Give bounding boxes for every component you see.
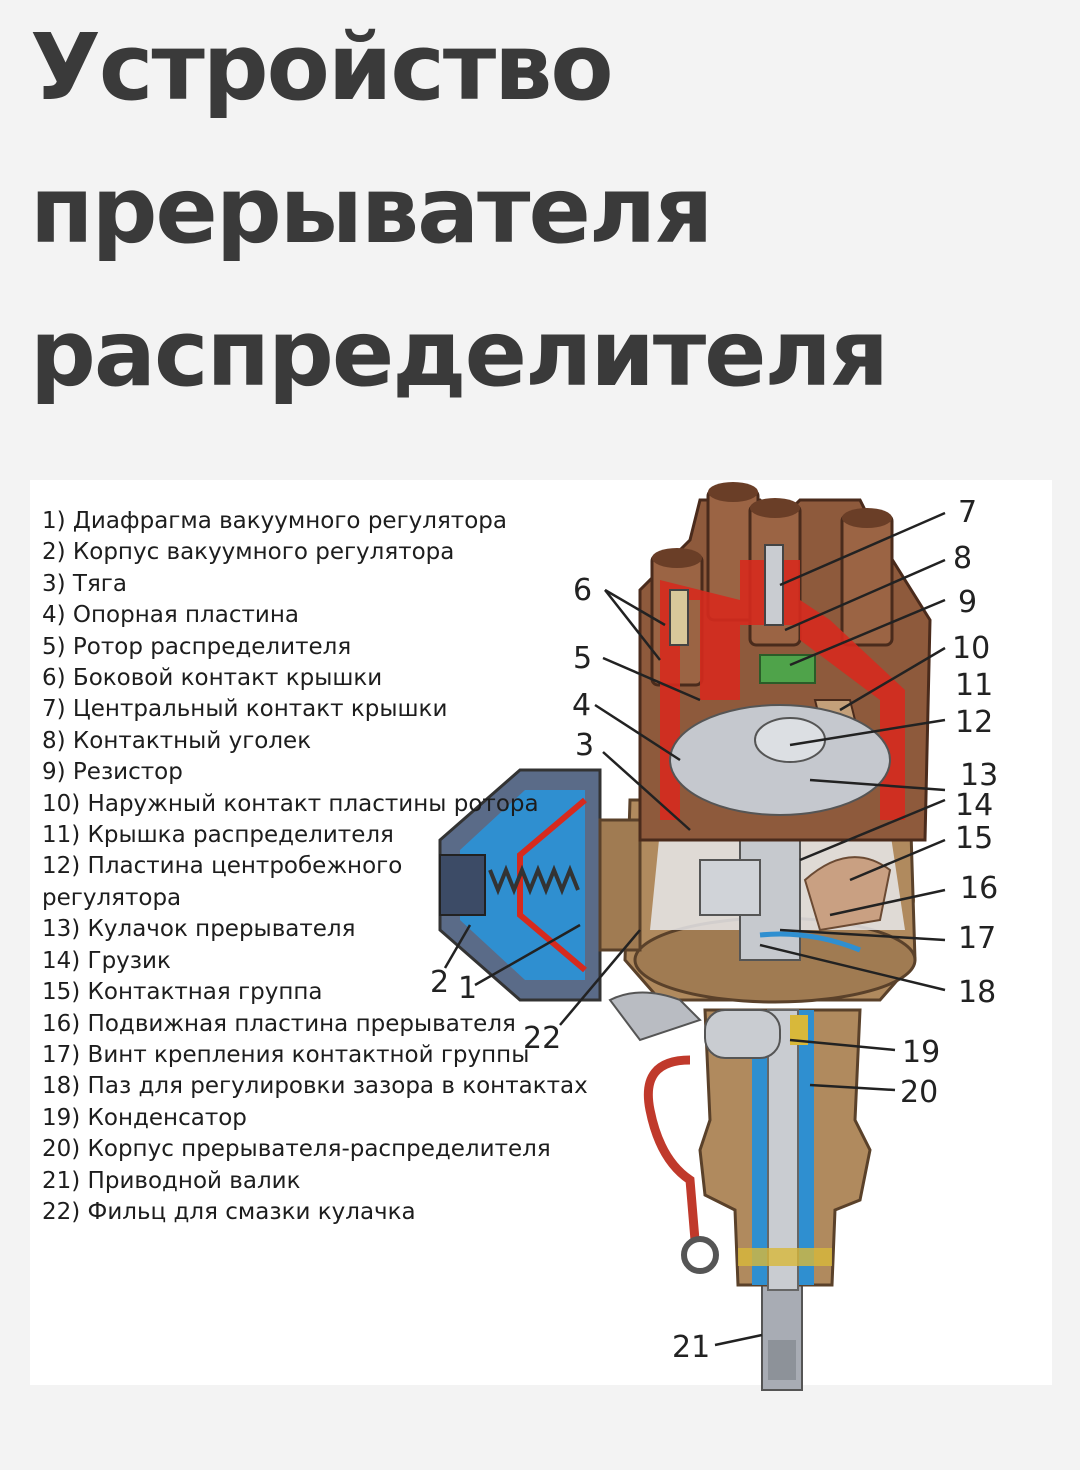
legend-item: 2) Корпус вакуумного регулятора [42, 539, 455, 566]
callout-2: 2 [430, 965, 449, 1000]
callout-8: 8 [953, 541, 972, 576]
callout-17: 17 [958, 921, 996, 956]
legend-item: 12) Пластина центробежного регулятора [42, 853, 403, 911]
callout-19: 19 [902, 1035, 940, 1070]
legend-item: 18) Паз для регулировки зазора в контакт… [42, 1073, 588, 1100]
title-line-2: прерывателя [30, 157, 713, 264]
legend-item: 19) Конденсатор [42, 1104, 247, 1131]
callout-16: 16 [960, 871, 998, 906]
callout-20: 20 [900, 1075, 938, 1110]
callout-15: 15 [955, 821, 993, 856]
callout-12: 12 [955, 705, 993, 740]
legend-item: 9) Резистор [42, 759, 183, 786]
callout-7: 7 [958, 495, 977, 530]
legend-item: 22) Фильц для смазки кулачка [42, 1198, 416, 1225]
vacuum-regulator [438, 768, 642, 1002]
drive-shaft [761, 1279, 803, 1391]
callout-4: 4 [572, 688, 591, 723]
housing-main [623, 798, 917, 1004]
callout-22: 22 [523, 1021, 561, 1056]
callout-14: 14 [955, 788, 993, 823]
legend-item: 11) Крышка распределителя [42, 822, 394, 849]
legend-item: 6) Боковой контакт крышки [42, 665, 383, 692]
callout-6: 6 [573, 573, 592, 608]
legend-item: 14) Грузик [42, 947, 171, 974]
callout-1: 1 [458, 971, 477, 1006]
legend-item: 1) Диафрагма вакуумного регулятора [42, 508, 507, 534]
callout-9: 9 [958, 585, 977, 620]
legend-item: 21) Приводной валик [42, 1167, 301, 1194]
callout-10: 10 [952, 631, 990, 666]
legend-item: 10) Наружный контакт пластины ротора [42, 790, 539, 817]
callout-3: 3 [575, 728, 594, 763]
legend-item: 17) Винт крепления контактной группы [42, 1041, 530, 1068]
legend-item: 13) Кулачок прерывателя [42, 916, 356, 943]
title-line-3: распределителя [30, 300, 889, 407]
condenser [608, 991, 781, 1274]
title-line-1: Устройство [30, 14, 614, 121]
callout-21: 21 [672, 1330, 710, 1365]
legend-item: 16) Подвижная пластина прерывателя [42, 1010, 516, 1037]
legend-item: 15) Контактная группа [42, 979, 323, 1006]
housing-lower [698, 1008, 872, 1291]
callout-11: 11 [955, 668, 993, 703]
distributor-cap [638, 482, 932, 842]
legend-item: 4) Опорная пластина [42, 602, 299, 629]
legend-item: 8) Контактный уголек [42, 727, 312, 754]
legend-item: 7) Центральный контакт крышки [42, 696, 448, 723]
legend-item: 3) Тяга [42, 570, 127, 597]
parts-legend: 1) Диафрагма вакуумного регулятора 2) Ко… [42, 506, 602, 1228]
callout-18: 18 [958, 975, 996, 1010]
leader-lines [443, 511, 946, 1347]
callout-13: 13 [960, 758, 998, 793]
callout-5: 5 [573, 641, 592, 676]
legend-item: 5) Ротор распределителя [42, 633, 352, 660]
legend-item: 20) Корпус прерывателя-распределителя [42, 1136, 551, 1163]
